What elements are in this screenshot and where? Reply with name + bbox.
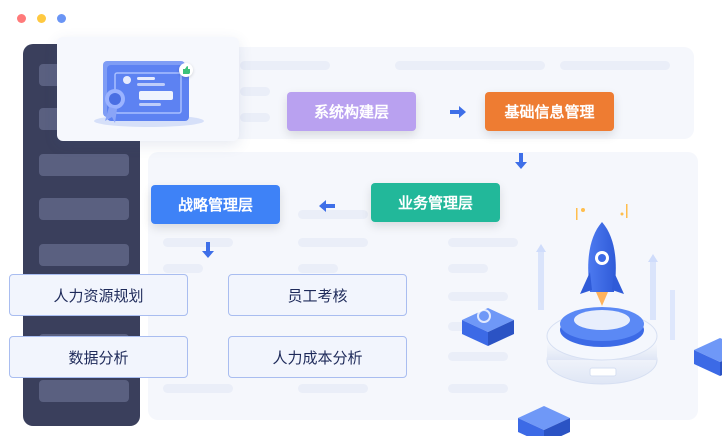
arrow-down-icon [202, 242, 214, 258]
server-cube-icon [694, 338, 722, 376]
foundation-layer-label: 基础信息管理 [504, 103, 595, 121]
hr-cost-analysis-label: 人力成本分析 [272, 348, 363, 367]
employee-assessment-card[interactable]: 员工考核 [228, 274, 407, 316]
data-analysis-card[interactable]: 数据分析 [9, 336, 188, 378]
window-dot-red [17, 14, 26, 23]
data-analysis-label: 数据分析 [68, 348, 129, 367]
rocket-icon [462, 204, 722, 436]
sidebar-item[interactable] [39, 198, 129, 220]
sidebar-item[interactable] [39, 244, 129, 266]
system-layer-label: 系统构建层 [313, 103, 389, 121]
certificate-icon [94, 61, 204, 127]
system-layer-box: 系统构建层 [287, 92, 416, 131]
sidebar-item[interactable] [39, 380, 129, 402]
strategy-layer-box: 战略管理层 [151, 185, 280, 224]
top-placeholder-panel [200, 47, 694, 139]
business-layer-box: 业务管理层 [371, 183, 500, 222]
business-layer-label: 业务管理层 [397, 194, 473, 212]
server-cube-icon [462, 308, 514, 346]
thumbs-up-icon [179, 63, 193, 77]
window-dot-yellow [37, 14, 46, 23]
hr-planning-card[interactable]: 人力资源规划 [9, 274, 188, 316]
hr-cost-analysis-card[interactable]: 人力成本分析 [228, 336, 407, 378]
strategy-layer-label: 战略管理层 [177, 196, 253, 214]
arrow-right-icon [450, 106, 466, 118]
arrow-left-icon [319, 200, 335, 212]
sidebar-item[interactable] [39, 154, 129, 176]
employee-assessment-label: 员工考核 [287, 286, 348, 305]
hr-planning-label: 人力资源规划 [53, 286, 144, 305]
window-dot-blue [57, 14, 66, 23]
foundation-layer-box: 基础信息管理 [485, 92, 614, 131]
server-cube-icon [518, 406, 570, 436]
certificate-card [57, 37, 239, 141]
arrow-down-icon [515, 153, 527, 169]
